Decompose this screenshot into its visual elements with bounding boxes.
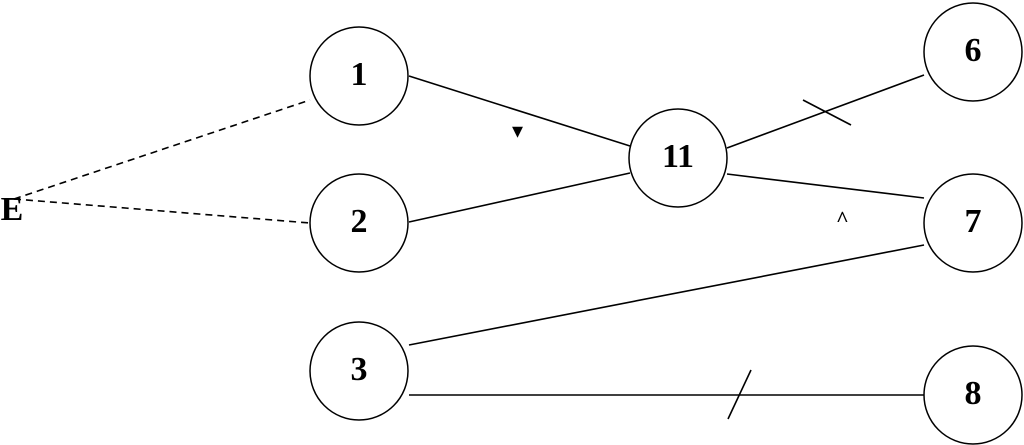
node-6: 6 <box>923 2 1023 102</box>
edge-3-8-tick <box>727 369 752 420</box>
edge-1-11 <box>408 75 631 147</box>
edge-1-11-marker: ▾ <box>512 118 523 143</box>
node-3: 3 <box>309 321 409 421</box>
node-7: 7 <box>923 173 1023 273</box>
node-label-1: 1 <box>351 56 368 93</box>
edge-E-2 <box>13 198 311 224</box>
node-8: 8 <box>923 345 1023 445</box>
edge-11-7 <box>726 173 925 199</box>
node-label-3: 3 <box>351 351 368 388</box>
node-11: 11 <box>628 108 728 208</box>
node-label-2: 2 <box>351 203 368 240</box>
node-label-E: E <box>1 191 24 228</box>
edge-2-11 <box>408 172 631 223</box>
node-2: 2 <box>309 173 409 273</box>
edge-E-1 <box>13 99 311 200</box>
edge-11-6-tick <box>802 99 852 126</box>
edge-11-7-marker: ^ <box>836 206 849 231</box>
node-label-6: 6 <box>965 32 982 69</box>
node-1: 1 <box>309 26 409 126</box>
edge-3-7 <box>408 244 925 346</box>
node-label-7: 7 <box>965 203 982 240</box>
node-label-8: 8 <box>965 375 982 412</box>
node-label-11: 11 <box>662 138 694 175</box>
